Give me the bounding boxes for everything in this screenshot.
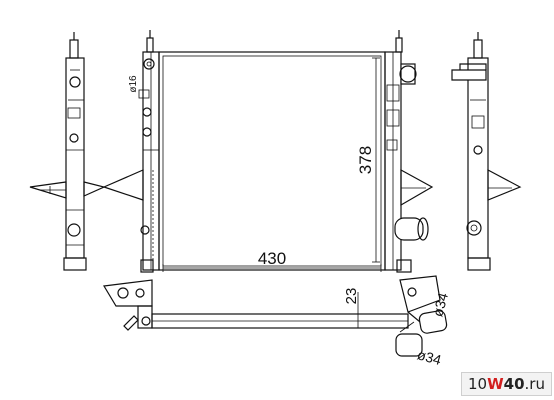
watermark-logo: 10W40.ru [461,372,552,396]
height-dimension-label: 378 [356,146,375,174]
outlet-upper-diameter-label: ø34 [429,291,451,319]
right-side-view [451,32,522,271]
watermark-suffix: .ru [524,375,545,393]
watermark-prefix: 10 [468,375,488,393]
watermark-w: W [487,375,504,393]
front-view [102,30,434,273]
width-dimension-label: 430 [258,249,286,268]
inlet-diameter-label: ø16 [128,75,139,93]
top-view: 23 ø34 ø34 [103,275,451,368]
watermark-number: 40 [503,375,525,393]
outlet-lower-diameter-label: ø34 [416,346,444,368]
front-dimensions: 378 430 ø16 [128,57,382,272]
thickness-dimension-label: 23 [343,288,360,305]
left-side-view [29,32,106,271]
